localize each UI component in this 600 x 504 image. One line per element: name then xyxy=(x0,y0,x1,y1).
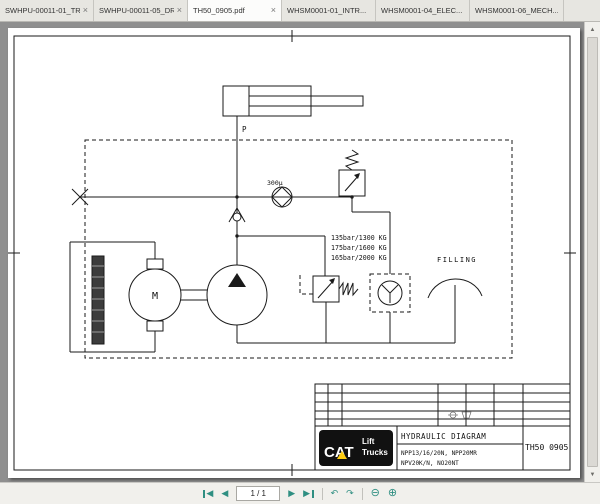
next-page-icon: ▶ xyxy=(288,488,296,498)
relief-valve-symbol xyxy=(299,274,359,343)
tab-swhpu-00011-01[interactable]: SWHPU-00011-01_TR... × xyxy=(0,0,94,21)
tab-th50-0905[interactable]: TH50_0905.pdf × xyxy=(188,0,282,21)
previous-view-button[interactable]: ↶ xyxy=(331,489,339,498)
previous-view-icon: ↶ xyxy=(330,488,339,498)
pressure-setting-2: 175bar/1600 KG xyxy=(331,244,387,252)
next-view-icon: ↷ xyxy=(346,488,354,498)
motor-label: M xyxy=(152,291,158,302)
first-page-icon: ◀ xyxy=(206,488,214,498)
zoom-out-button[interactable]: ⊖ xyxy=(371,488,380,499)
pressure-line xyxy=(71,188,352,206)
previous-page-icon: ◀ xyxy=(221,488,229,498)
next-view-button[interactable]: ↷ xyxy=(346,489,354,498)
close-tab-icon[interactable]: × xyxy=(270,5,276,15)
unloading-valve-symbol xyxy=(338,149,391,274)
first-page-button[interactable]: ◀ xyxy=(202,488,214,498)
page-number-input[interactable] xyxy=(236,486,281,501)
filter-rating-label: 300µ xyxy=(267,179,283,187)
scroll-up-icon[interactable]: ▲ xyxy=(589,26,596,33)
close-tab-icon[interactable]: × xyxy=(82,5,88,15)
title-block xyxy=(314,383,571,471)
vertical-scrollbar[interactable]: ▲ ▼ xyxy=(584,22,600,482)
tab-label: SWHPU-00011-05_DR... xyxy=(99,6,174,15)
drawing-title: HYDRAULIC DIAGRAM xyxy=(401,432,486,441)
power-unit-enclosure xyxy=(84,139,513,359)
toolbar-separator xyxy=(361,487,363,500)
model-list-line1: NPP13/16/20N, NPP20MR xyxy=(401,450,477,457)
toolbar-separator xyxy=(321,487,323,500)
tab-swhpu-00011-05[interactable]: SWHPU-00011-05_DR... × xyxy=(94,0,188,21)
pump-symbol xyxy=(206,264,455,344)
logo-trucks-text: Trucks xyxy=(362,448,388,457)
tab-whsm0001-06[interactable]: WHSM0001-06_MECH... xyxy=(470,0,564,21)
model-list-line2: NPV20K/N, NO20NT xyxy=(401,460,459,467)
electric-motor-symbol xyxy=(128,258,207,332)
drawing-number: TH50 0905 xyxy=(525,443,569,452)
scrollbar-thumb[interactable] xyxy=(587,37,598,467)
cat-lift-trucks-logo: CAT Lift Trucks xyxy=(319,430,393,466)
pressure-setting-3: 165bar/2000 KG xyxy=(331,254,387,262)
zoom-in-button[interactable]: ⊕ xyxy=(388,488,397,499)
zoom-out-icon: ⊖ xyxy=(370,487,380,499)
logo-lift-text: Lift xyxy=(362,437,375,446)
pressure-setting-1: 135bar/1300 KG xyxy=(331,234,387,242)
tab-label: WHSM0001-01_INTR... xyxy=(287,6,367,15)
logo-cat-text: CAT xyxy=(324,444,354,461)
logo-triangle xyxy=(337,451,347,459)
projection-symbol xyxy=(448,411,472,419)
tab-whsm0001-04[interactable]: WHSM0001-04_ELEC... xyxy=(376,0,470,21)
last-page-bar xyxy=(311,489,314,498)
filling-breather-symbol xyxy=(427,278,483,343)
last-page-icon: ▶ xyxy=(303,488,311,498)
filling-label: FILLING xyxy=(437,256,477,264)
tab-label: TH50_0905.pdf xyxy=(193,6,245,15)
tab-label: WHSM0001-04_ELEC... xyxy=(381,6,463,15)
drawing-frame xyxy=(8,30,576,476)
close-tab-icon[interactable]: × xyxy=(176,5,182,15)
cylinder-symbol xyxy=(222,85,364,197)
tab-whsm0001-01[interactable]: WHSM0001-01_INTR... xyxy=(282,0,376,21)
document-canvas[interactable]: P 300µ xyxy=(0,22,584,482)
zoom-in-icon: ⊕ xyxy=(387,487,398,499)
previous-page-button[interactable]: ◀ xyxy=(221,489,228,498)
tab-bar: SWHPU-00011-01_TR... × SWHPU-00011-05_DR… xyxy=(0,0,600,22)
check-valve-symbol xyxy=(228,197,246,265)
last-page-button[interactable]: ▶ xyxy=(303,488,314,498)
port-label-p: P xyxy=(242,125,247,134)
status-bar: ◀ ◀ ▶ ▶ ↶ ↷ ⊖ ⊕ xyxy=(0,482,600,504)
tab-label: WHSM0001-06_MECH... xyxy=(475,6,558,15)
scroll-down-icon[interactable]: ▼ xyxy=(589,471,596,478)
cooler-symbol xyxy=(69,241,156,353)
hydraulic-diagram: P 300µ xyxy=(8,30,576,476)
tab-label: SWHPU-00011-01_TR... xyxy=(5,6,80,15)
filling-valve-symbol xyxy=(369,273,411,343)
first-page-bar xyxy=(202,489,205,498)
pdf-page: P 300µ xyxy=(8,28,580,478)
filter-symbol xyxy=(271,186,293,208)
next-page-button[interactable]: ▶ xyxy=(288,489,295,498)
